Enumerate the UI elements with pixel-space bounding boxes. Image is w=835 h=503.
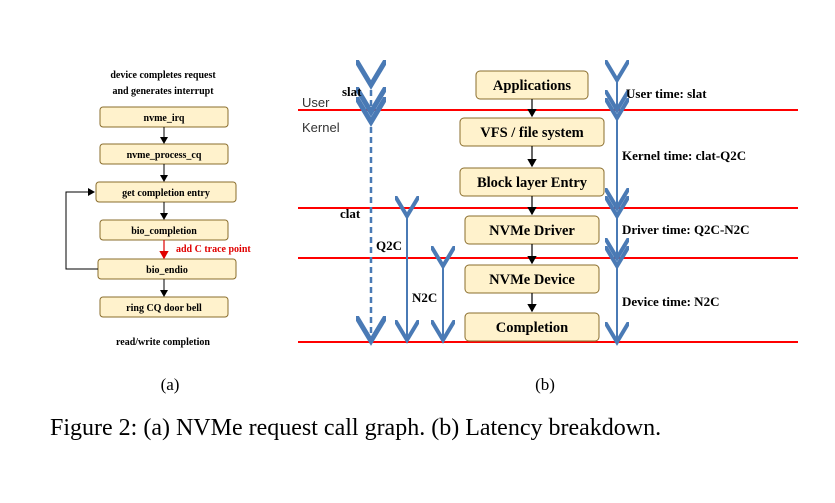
- box-nvme-driver: NVMe Driver: [464, 215, 600, 245]
- box-bio-endio: bio_endio: [97, 258, 237, 280]
- svg-text:bio_completion: bio_completion: [131, 226, 197, 237]
- svg-text:Applications: Applications: [493, 78, 572, 94]
- svg-text:Completion: Completion: [496, 320, 569, 336]
- panel-a-top-text-1: device completes request: [110, 70, 216, 81]
- driver-time-label: Driver time: Q2C-N2C: [622, 222, 750, 237]
- panel-a-bottom-text: read/write completion: [116, 337, 210, 348]
- box-nvme-process-cq: nvme_process_cq: [99, 143, 229, 165]
- svg-text:nvme_irq: nvme_irq: [144, 113, 185, 124]
- box-vfs: VFS / file system: [459, 117, 605, 147]
- box-ring-cq-door-bell: ring CQ door bell: [99, 296, 229, 318]
- svg-text:VFS / file system: VFS / file system: [480, 125, 584, 141]
- box-bio-completion: bio_completion: [99, 219, 229, 241]
- svg-text:nvme_process_cq: nvme_process_cq: [127, 150, 202, 161]
- panel-b-latency: User Kernel Applications VFS / file syst…: [298, 71, 798, 394]
- box-nvme-device: NVMe Device: [464, 264, 600, 294]
- user-time-label: User time: slat: [626, 86, 707, 101]
- box-completion: Completion: [464, 312, 600, 342]
- svg-text:Block layer Entry: Block layer Entry: [477, 175, 588, 191]
- device-time-label: Device time: N2C: [622, 294, 719, 309]
- trace-point-label: add C trace point: [176, 244, 251, 255]
- panel-a-top-text-2: and generates interrupt: [112, 86, 214, 97]
- user-label: User: [302, 95, 330, 110]
- n2c-label: N2C: [412, 290, 437, 305]
- figure-caption: Figure 2: (a) NVMe request call graph. (…: [50, 415, 662, 441]
- svg-text:get completion entry: get completion entry: [122, 188, 210, 199]
- svg-text:ring CQ door bell: ring CQ door bell: [126, 303, 202, 314]
- kernel-time-label: Kernel time: clat-Q2C: [622, 148, 746, 163]
- figure: device completes request and generates i…: [65, 0, 798, 394]
- box-applications: Applications: [475, 70, 589, 100]
- panel-a-call-graph: device completes request and generates i…: [65, 70, 251, 394]
- q2c-label: Q2C: [376, 238, 402, 253]
- loop-arrow: [65, 188, 98, 270]
- svg-text:NVMe Device: NVMe Device: [489, 272, 575, 288]
- svg-text:NVMe Driver: NVMe Driver: [489, 223, 575, 239]
- panel-a-sublabel: (a): [161, 375, 180, 394]
- box-nvme-irq: nvme_irq: [99, 106, 229, 128]
- panel-b-sublabel: (b): [535, 375, 555, 394]
- clat-label: clat: [340, 206, 361, 221]
- svg-text:bio_endio: bio_endio: [146, 265, 188, 276]
- box-block-layer: Block layer Entry: [459, 167, 605, 197]
- slat-label: slat: [342, 84, 362, 99]
- box-get-completion-entry: get completion entry: [95, 181, 237, 203]
- kernel-label: Kernel: [302, 120, 340, 135]
